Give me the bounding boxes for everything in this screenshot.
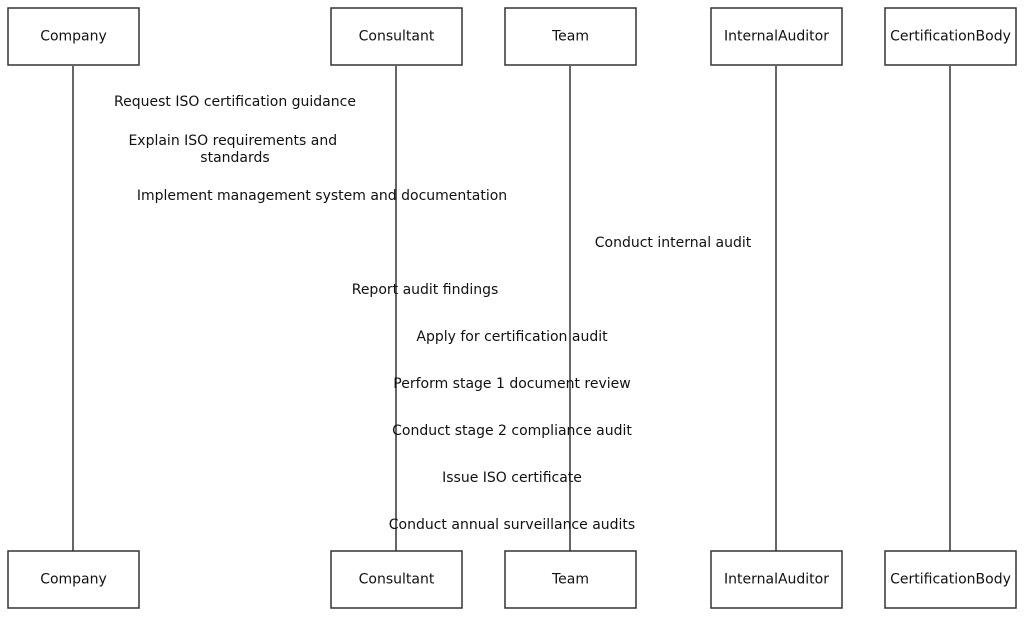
lifelines [72,66,951,551]
message-label-line: Explain ISO requirements and [128,133,337,149]
actor-label: CertificationBody [890,29,1011,45]
actor-label: Company [40,572,107,588]
message-label-line: standards [200,150,269,166]
message-label: Report audit findings [352,282,499,298]
message-label: Perform stage 1 document review [393,376,630,392]
actor-internal-auditor-top: InternalAuditor [710,7,843,66]
message-label: Conduct internal audit [595,235,752,251]
actor-team-top: Team [504,7,637,66]
message-label: Issue ISO certificate [442,470,582,486]
actor-consultant-top: Consultant [330,7,463,66]
actors-top: Company Consultant Team InternalAuditor … [7,7,1017,66]
actor-certification-body-top: CertificationBody [884,7,1017,66]
message-label: Conduct stage 2 compliance audit [392,423,632,439]
messages: Request ISO certification guidance Expla… [114,94,752,533]
message-label: Explain ISO requirements and standards [128,133,341,166]
actor-label: Company [40,29,107,45]
actor-company-bottom: Company [7,550,140,609]
actor-label: InternalAuditor [724,572,829,588]
actor-label: Team [551,29,589,45]
actor-label: Consultant [359,29,435,45]
actor-team-bottom: Team [504,550,637,609]
actors-bottom: Company Consultant Team InternalAuditor … [7,550,1017,609]
actor-label: Team [551,572,589,588]
message-label: Conduct annual surveillance audits [389,517,635,533]
actor-label: Consultant [359,572,435,588]
actor-consultant-bottom: Consultant [330,550,463,609]
message-label: Request ISO certification guidance [114,94,356,110]
actor-certification-body-bottom: CertificationBody [884,550,1017,609]
actor-internal-auditor-bottom: InternalAuditor [710,550,843,609]
actor-company-top: Company [7,7,140,66]
message-label: Implement management system and document… [137,188,507,204]
actor-label: CertificationBody [890,572,1011,588]
message-label: Apply for certification audit [416,329,608,345]
actor-label: InternalAuditor [724,29,829,45]
